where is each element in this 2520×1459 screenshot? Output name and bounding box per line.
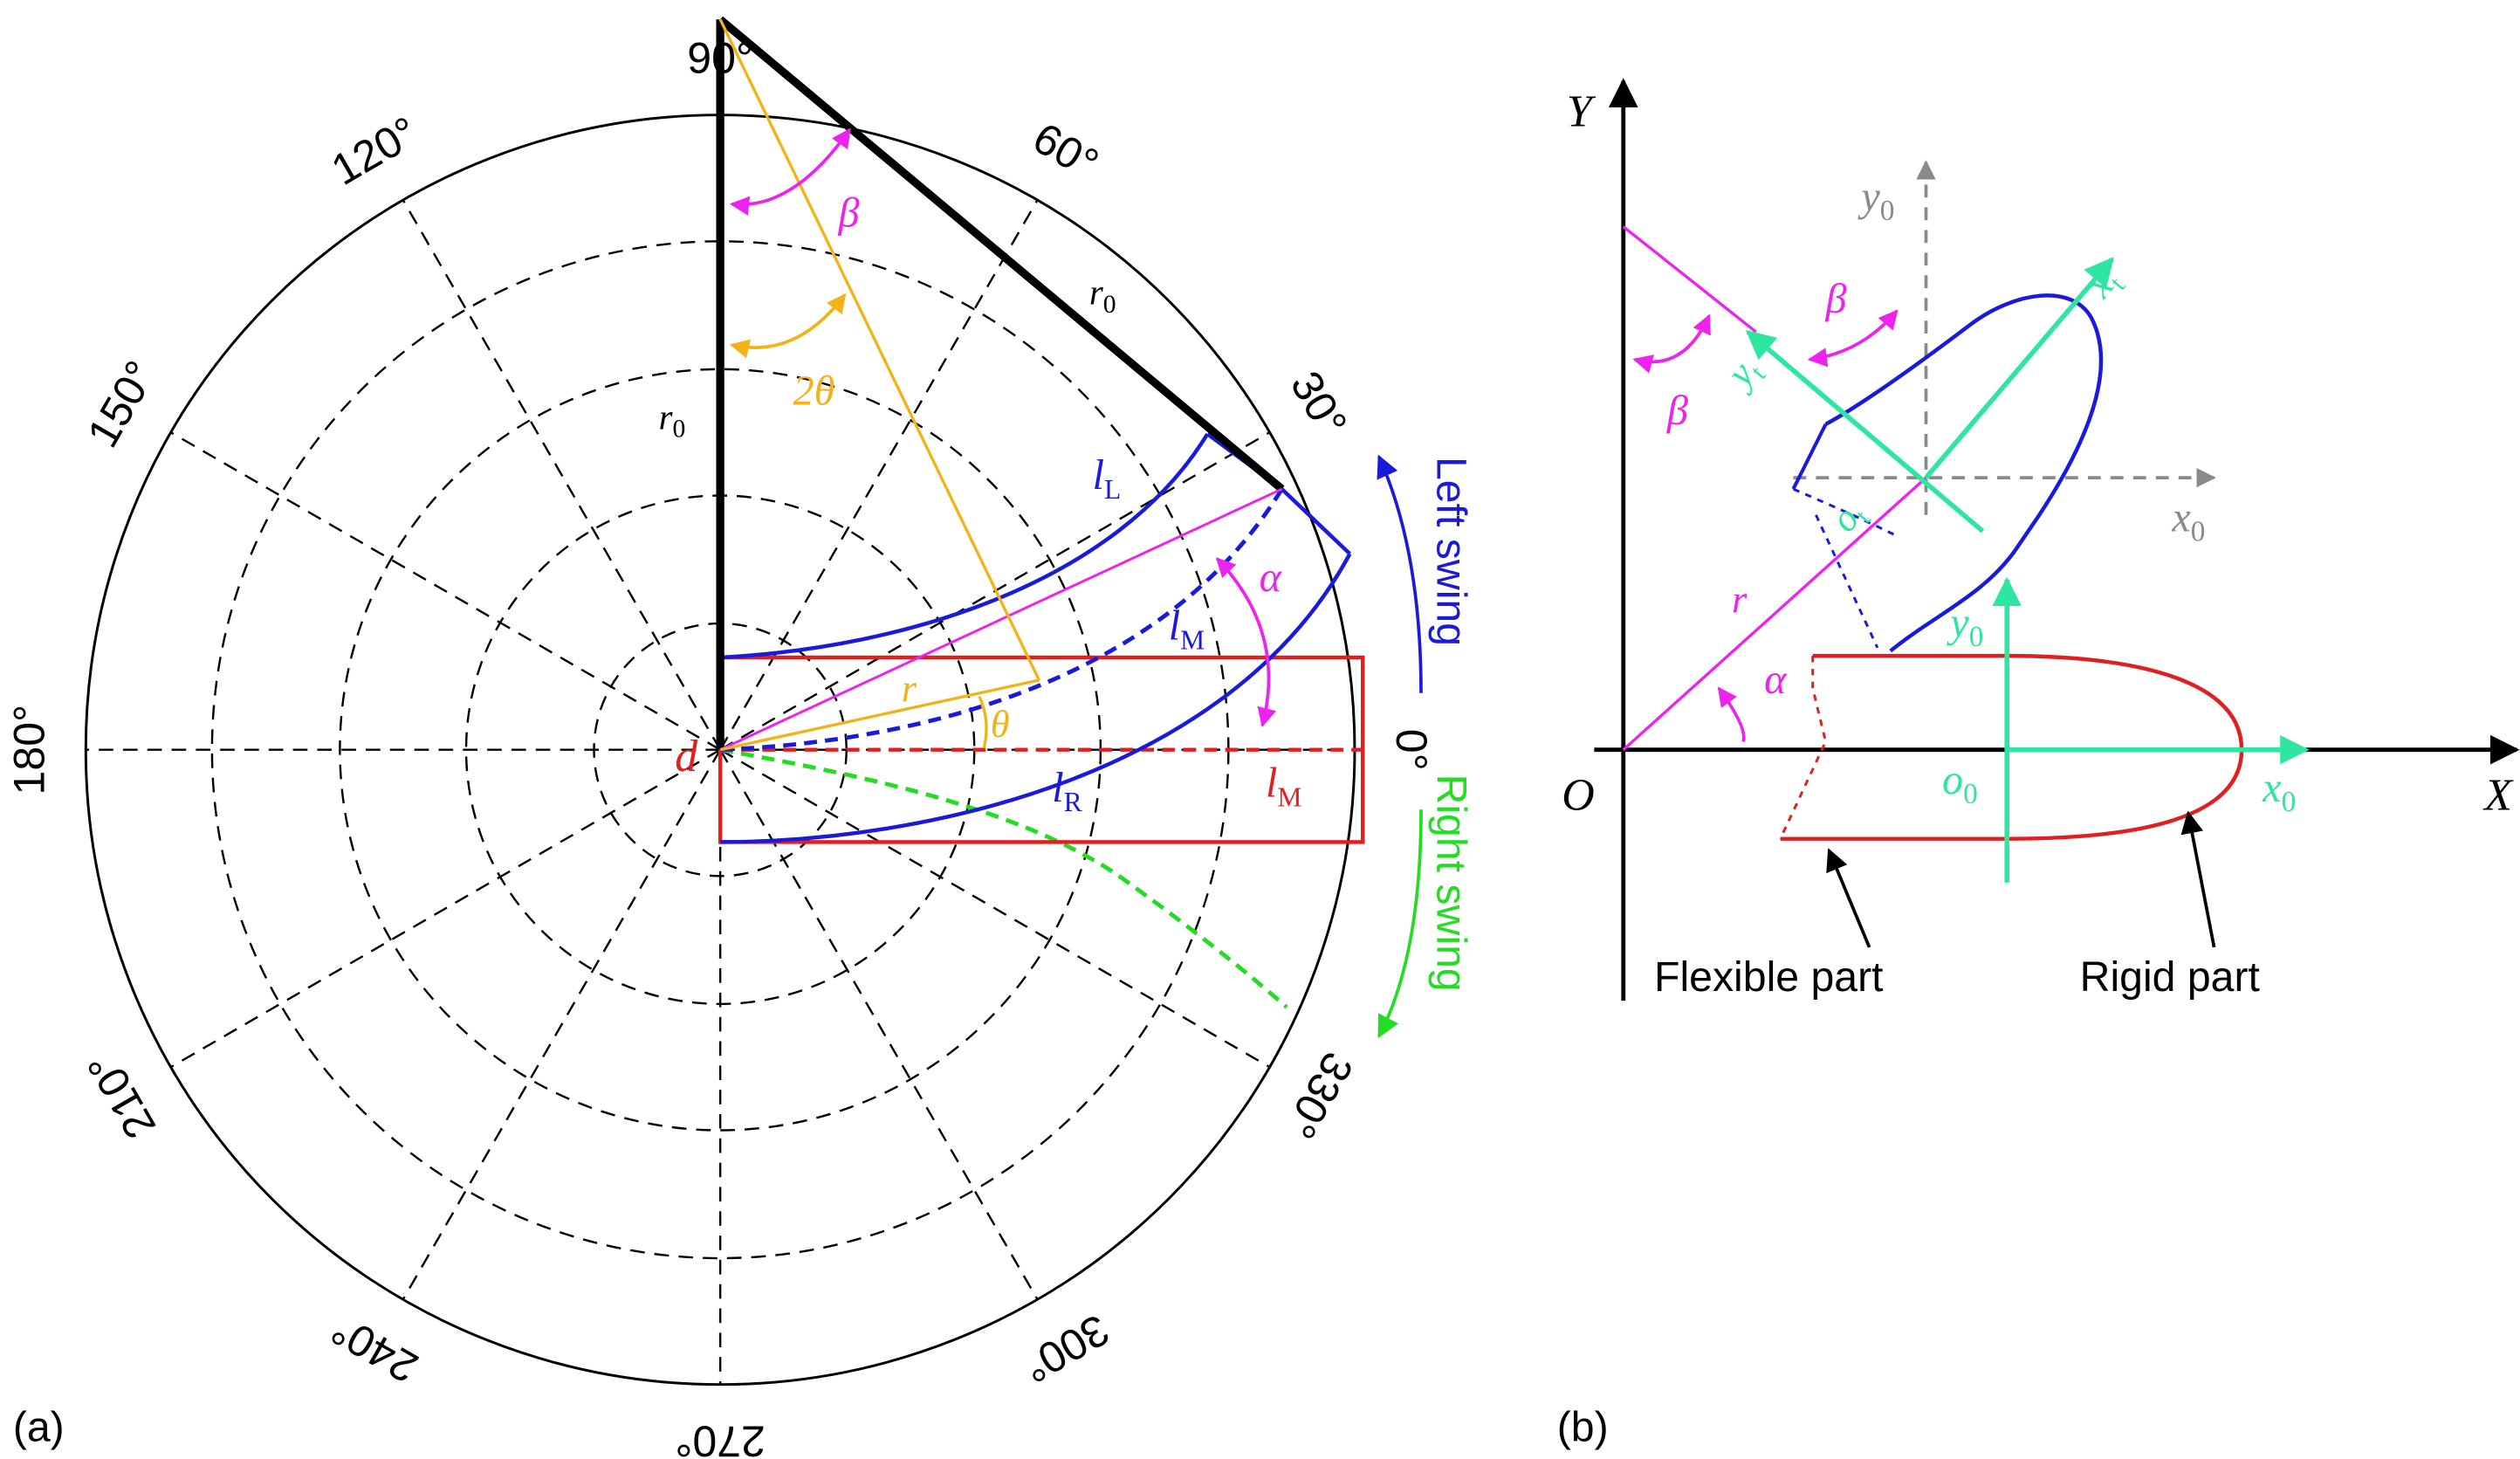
rigid-part-pointer: [2180, 810, 2216, 948]
teal-axis-yt: [1745, 330, 1985, 533]
label-lM-red: lM: [1266, 760, 1301, 812]
label-lM-blue: lM: [1169, 603, 1205, 656]
label-beta-b1: β: [1666, 388, 1688, 434]
triangle-hypotenuse: [718, 16, 1285, 492]
polar-angle-label: 210°: [78, 1044, 165, 1147]
theta-arc: [978, 695, 988, 749]
rotated-rigid-outline: [1824, 293, 2104, 653]
label-r0-vertical: r0: [659, 397, 686, 443]
polar-angle-label: 270°: [675, 1417, 766, 1459]
teal-ot-label: ot: [1822, 491, 1877, 543]
polar-spoke: [170, 748, 721, 1069]
right-swing-arrow: [1377, 809, 1423, 1039]
perpendicular-line: [1622, 225, 1757, 334]
label-r-b: r: [1732, 577, 1748, 621]
right-swing-curve: [719, 747, 1288, 1009]
polar-spoke: [719, 749, 1039, 1300]
orange-line-top-to-r: [718, 18, 1040, 681]
rotated-base-line: [1791, 423, 1828, 491]
polar-angle-label: 0°: [1387, 729, 1436, 771]
polar-angle-label: 30°: [1281, 363, 1356, 445]
teal-x0-label: x0: [2262, 765, 2296, 818]
beta-arc: [729, 127, 851, 216]
label-beta-b2: β: [1825, 276, 1847, 322]
rigid-part-label: Rigid part: [2080, 953, 2261, 1001]
label-theta: θ: [991, 702, 1010, 746]
panel-a: 0°30°60°90°120°150°180°210°240°270°300°3…: [4, 16, 1475, 1459]
polar-angle-label: 120°: [323, 107, 426, 195]
chord-line: [719, 487, 1283, 752]
curve-lL: [720, 432, 1210, 660]
curve-lR: [720, 553, 1352, 844]
panel-a-label: (a): [13, 1404, 65, 1451]
label-alpha: α: [1260, 554, 1283, 601]
label-r: r: [902, 666, 917, 710]
panel-b: X Y O y0 x0 r β β α xt yt ot y0: [1557, 78, 2520, 1451]
flexible-part-label: Flexible part: [1654, 953, 1884, 1001]
teal-o0-label: o0: [1942, 757, 1978, 810]
rotated-flexible-dotted: [1792, 487, 1895, 649]
r-line: [1622, 476, 1927, 751]
label-2theta: 2θ: [793, 368, 835, 415]
label-d: d: [675, 732, 698, 781]
label-r0-hypotenuse: r0: [1089, 273, 1116, 319]
flexible-part-pointer: [1826, 848, 1871, 948]
polar-angle-label: 180°: [4, 705, 53, 795]
polar-spoke: [719, 748, 1271, 1069]
polar-angle-label: 300°: [1014, 1305, 1117, 1393]
teal-yt-label: yt: [1716, 347, 1772, 400]
axis-X-label: X: [2482, 770, 2514, 820]
beta-arc-b2: [1807, 309, 1899, 368]
label-lR: lR: [1052, 765, 1081, 817]
label-lL: lL: [1093, 452, 1122, 505]
origin-O-label: O: [1562, 770, 1594, 820]
label-alpha-b: α: [1764, 657, 1788, 703]
polar-spoke: [402, 749, 722, 1300]
polar-angle-label: 330°: [1275, 1044, 1363, 1147]
orange-line-r: [719, 678, 1040, 752]
teal-axis-xt: [1924, 257, 2114, 479]
polar-spoke: [170, 431, 721, 751]
polar-spoke: [402, 199, 722, 751]
teal-y0-label: y0: [1946, 600, 1983, 653]
beta-arc-b1: [1632, 313, 1711, 374]
alpha-arc: [1215, 557, 1277, 728]
flexible-part-dotted: [1779, 656, 1828, 840]
rigid-part-outline: [1780, 653, 2244, 841]
polar-angle-label: 60°: [1025, 114, 1107, 189]
axis-Y-label: Y: [1567, 87, 1596, 137]
alpha-arc-b: [1717, 686, 1746, 743]
right-swing-label: Right swing: [1428, 774, 1475, 992]
polar-angle-label: 240°: [323, 1305, 426, 1393]
polar-angle-label: 150°: [78, 353, 165, 456]
gray-x0-label: x0: [2171, 494, 2205, 547]
gray-y0-label: y0: [1857, 174, 1894, 227]
two-theta-arc: [729, 292, 847, 359]
panel-b-label: (b): [1557, 1404, 1609, 1451]
label-beta: β: [837, 190, 859, 237]
polar-spoke: [719, 199, 1039, 751]
left-swing-arrow: [1377, 454, 1423, 693]
left-swing-label: Left swing: [1428, 457, 1475, 646]
